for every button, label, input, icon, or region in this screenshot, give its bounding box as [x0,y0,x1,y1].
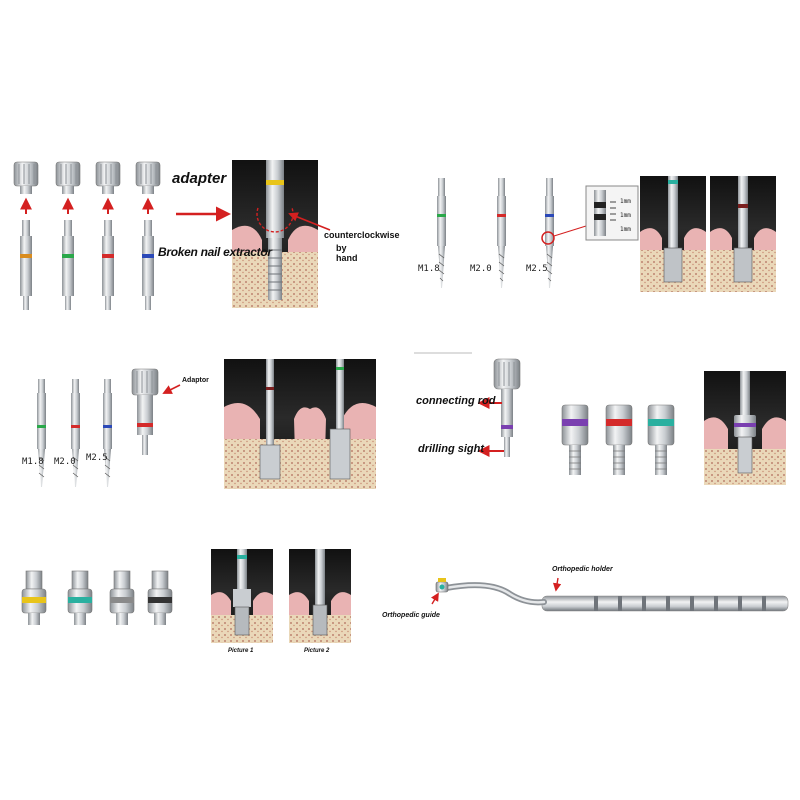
sleeve-adapter [109,570,135,625]
adaptor-illustration [37,359,376,489]
handle-groove [618,596,622,611]
extractor-driver [142,220,154,310]
panel-connecting-rod: connecting rod drilling sight [410,345,790,490]
color-ring [110,597,134,603]
adapter-cap [95,161,121,194]
adapter-cap [55,161,81,194]
connecting-rod-tool [493,358,521,457]
handle-groove [738,596,742,611]
panel-orthopedic-holder: Orthopedic holder Orthopedic guide [380,560,795,640]
size-label-m25: M2.5 [526,264,548,274]
mm-label-3: 1mm [620,226,631,233]
size-label-m20-b: M2.0 [54,457,76,467]
implant-scene-3 [224,359,376,489]
orthopedic-holder-label: Orthopedic holder [552,566,613,573]
extractor-driver [102,220,114,310]
orthopedic-guide-head [435,578,449,593]
handle-groove [762,596,766,611]
extractor-driver [62,220,74,310]
picture-1-label: Picture 1 [228,648,254,654]
extractor-label: Broken nail extractor [158,245,272,259]
panel-broken-nail-extractor: adapter Broken nail extractor counterclo… [0,150,400,320]
implant-scene-2a [640,176,706,292]
implant-scene-2b [710,176,776,292]
drill-bit [37,379,46,487]
by-hand-label: by hand [336,243,358,263]
counterclockwise-label: counterclockwise [324,230,400,240]
implant-scene-5b [289,549,351,643]
mm-label-2: 1mm [620,212,631,219]
size-label-m18: M1.8 [418,264,440,274]
drilling-sight [561,404,589,475]
implant-scene-4 [704,371,786,485]
color-ring [648,419,674,426]
drill-bit [71,379,80,487]
drilling-sight [605,404,633,475]
drilling-sight-label: drilling sight [418,443,484,455]
panel-drill-sizes: M1.8 M2.0 M2.5 1mm 1mm 1mm [410,170,780,300]
connecting-rod-illustration [414,352,786,485]
color-ring [62,254,74,258]
drill-bit [545,178,554,288]
extractor-driver [20,220,32,310]
orthopedic-guide-label: Orthopedic guide [382,612,440,619]
extractor-set-illustration [13,160,331,310]
color-ring [142,254,154,258]
color-ring [606,419,632,426]
orthopedic-holder-illustration [430,577,789,612]
size-label-m18-b: M1.8 [22,457,44,467]
adaptor-tool [131,368,159,455]
sleeve-adapter [67,570,93,625]
color-ring [68,597,92,603]
size-label-m25-b: M2.5 [86,453,108,463]
color-ring [102,254,114,258]
drill-bit [103,379,112,487]
color-ring [37,425,46,428]
connecting-rod-label: connecting rod [416,395,496,407]
adapter-label: adapter [172,170,227,187]
measurement-zoom [585,185,639,241]
sleeve-adapter [21,570,47,625]
drill-sizes-illustration [437,176,776,292]
picture-2-label: Picture 2 [304,648,330,654]
handle-groove [642,596,646,611]
panel-adaptor: Adaptor M1.8 M2.0 M2.5 [20,355,380,495]
color-ring [103,425,112,428]
adaptor-label: Adaptor [182,377,209,384]
color-ring [497,214,506,217]
size-label-m20: M2.0 [470,264,492,274]
implant-scene-1 [232,160,318,308]
drilling-sight [647,404,675,475]
color-ring [148,597,172,603]
sleeve-adapter [147,570,173,625]
handle-groove [690,596,694,611]
color-ring [562,419,588,426]
handle-groove [714,596,718,611]
adapter-cap [13,161,39,194]
adapter-cap [135,161,161,194]
drill-bit [497,178,506,288]
color-ring [22,597,46,603]
drill-bit [437,178,446,288]
color-ring [437,214,446,217]
sleeves-illustration [21,549,351,643]
mm-label-1: 1mm [620,198,631,205]
implant-scene-5a [211,549,273,643]
handle-groove [594,596,598,611]
color-ring [20,254,32,258]
handle-groove [666,596,670,611]
panel-sleeves: Picture 1 Picture 2 [16,545,356,660]
color-ring [71,425,80,428]
color-ring [545,214,554,217]
